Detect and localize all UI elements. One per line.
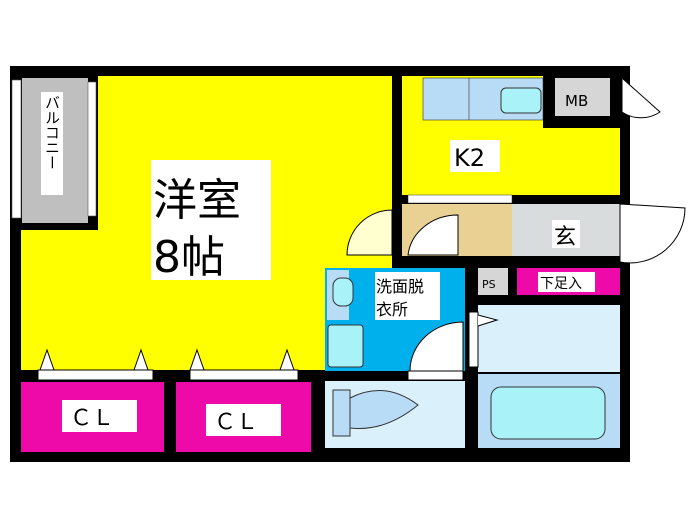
- western-room-door: [346, 209, 393, 256]
- balcony: バルコニー: [11, 78, 97, 223]
- western-room-size: 8帖: [153, 232, 225, 283]
- pipe-space-label: PS: [482, 278, 496, 291]
- washing-machine-pan: [327, 324, 364, 368]
- meter-box-label: MB: [565, 92, 588, 110]
- closet-1-label: ＣＬ: [70, 406, 114, 431]
- front-door: [619, 203, 686, 264]
- kitchen-label: K2: [454, 144, 485, 172]
- kitchen-sink: [500, 87, 542, 114]
- pipe-space: [478, 268, 508, 295]
- shoe-box-label: 下足入: [540, 276, 582, 292]
- washroom-label-line1: 洗面脱: [376, 277, 424, 296]
- toilet-tank: [332, 389, 351, 437]
- bath-door: [468, 311, 479, 368]
- bathtub: [490, 386, 606, 440]
- meter-box: [555, 78, 610, 116]
- washroom-door-upper: [407, 214, 459, 256]
- toilet-bowl: [349, 389, 419, 430]
- wash-basin: [332, 277, 354, 307]
- balcony-label: バルコニー: [43, 95, 61, 170]
- western-room-name: 洋室: [153, 175, 241, 226]
- closet-door-markers: [37, 348, 299, 381]
- western-room-label-bg: [151, 160, 271, 280]
- meter-box-door: [621, 76, 661, 119]
- bath-wash-area: [478, 305, 620, 372]
- entrance-label: 玄: [554, 225, 576, 250]
- closet-2-label: ＣＬ: [214, 410, 258, 435]
- washroom-label-line2: 衣所: [376, 300, 408, 319]
